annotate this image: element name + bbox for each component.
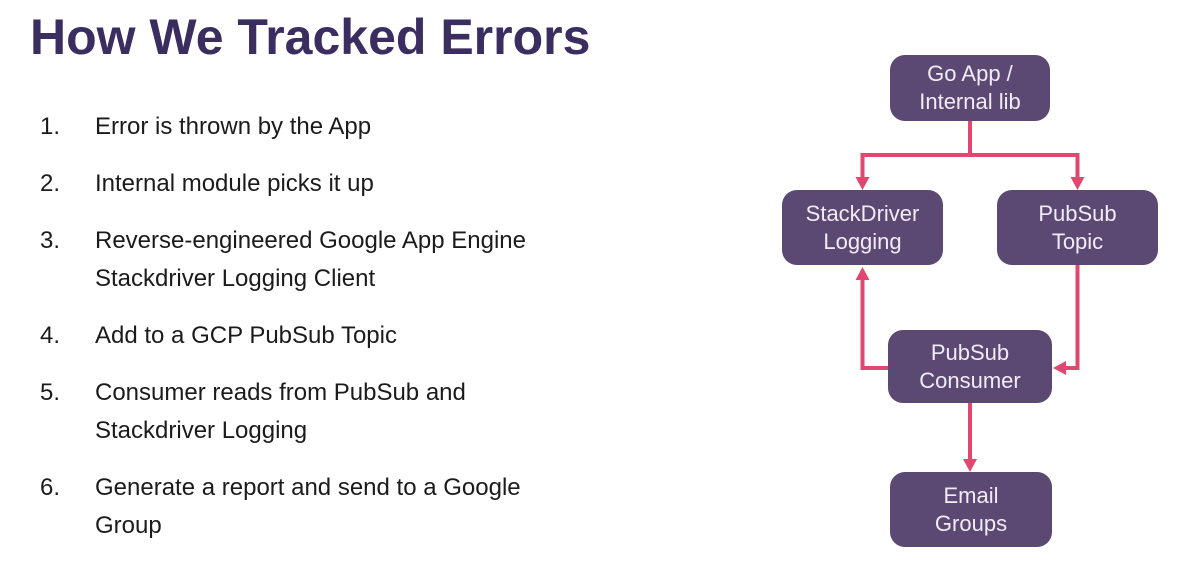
flow-diagram: Go App / Internal lib StackDriver Loggin…: [760, 0, 1200, 571]
list-item-text: Generate a report and send to a Google G…: [95, 474, 521, 539]
list-item-number: 1.: [40, 113, 61, 140]
list-item-text: Error is thrown by the App: [95, 113, 372, 140]
edge-pubsub-topic-to-consumer: [1053, 265, 1080, 375]
node-email-groups: Email Groups: [890, 472, 1052, 547]
list-item-text: Internal module picks it up: [95, 170, 374, 197]
list-item: 2. Internal module picks it up: [38, 165, 548, 203]
list-item-number: 5.: [40, 379, 61, 406]
list-item-number: 6.: [40, 474, 61, 501]
list-item-text: Consumer reads from PubSub and Stackdriv…: [95, 379, 466, 444]
list-item: 4. Add to a GCP PubSub Topic: [38, 317, 548, 355]
list-item-text: Reverse-engineered Google App Engine Sta…: [95, 227, 526, 292]
list-item: 5. Consumer reads from PubSub and Stackd…: [38, 374, 548, 450]
node-pubsub-consumer: PubSub Consumer: [888, 330, 1052, 403]
list-item-number: 4.: [40, 322, 61, 349]
list-item: 6. Generate a report and send to a Googl…: [38, 469, 548, 545]
edge-consumer-to-stackdriver: [855, 267, 888, 370]
list-item-text: Add to a GCP PubSub Topic: [95, 322, 397, 349]
list-item-number: 2.: [40, 170, 61, 197]
flow-arrows: [855, 121, 1085, 472]
list-item: 3. Reverse-engineered Google App Engine …: [38, 222, 548, 298]
node-pubsub-topic: PubSub Topic: [997, 190, 1158, 265]
page-title: How We Tracked Errors: [30, 9, 591, 65]
list-item: 1. Error is thrown by the App: [38, 108, 548, 146]
edge-go-app-split: [860, 121, 1080, 157]
list-item-number: 3.: [40, 227, 61, 254]
steps-list: 1. Error is thrown by the App 2. Interna…: [38, 108, 548, 564]
node-go-app: Go App / Internal lib: [890, 55, 1050, 121]
node-stackdriver-logging: StackDriver Logging: [782, 190, 943, 265]
